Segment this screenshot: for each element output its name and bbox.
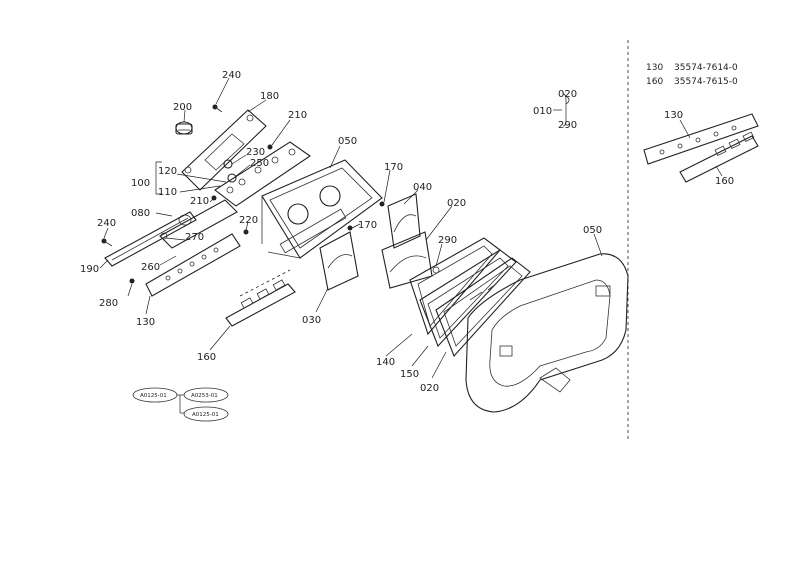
callout-030: 030 (302, 315, 321, 326)
callout-260: 260 (141, 262, 160, 273)
part-110-circuit-board (214, 141, 311, 207)
part-070-glass (435, 257, 531, 358)
part-220-screw (243, 229, 249, 235)
part-160-lens-strip (225, 279, 296, 327)
callout-170-lower: 170 (358, 220, 377, 231)
callout-070: 020 (420, 383, 439, 394)
part-240-screw-top (212, 104, 223, 113)
reference-tag-3-outline (183, 406, 229, 422)
callout-170-upper: 170 (384, 162, 403, 173)
callout-280: 280 (99, 298, 118, 309)
part-130-indicator-plate-right (643, 113, 759, 165)
part-190-strip (104, 211, 197, 267)
callout-250: 250 (250, 158, 269, 169)
callout-200: 200 (173, 102, 192, 113)
callout-110: 110 (158, 187, 177, 198)
reference-tag-2-outline (183, 387, 229, 403)
reference-tag-1: A0125-01 (140, 393, 167, 399)
part-050-bezel (465, 253, 629, 413)
callout-020-assy: 020 (558, 89, 577, 100)
reference-tags: A0125-01 A0253-01 A0125-01 (132, 387, 229, 422)
part-150-gasket (419, 249, 517, 348)
callout-050-case: 050 (338, 136, 357, 147)
part-100-group-bracket (155, 161, 162, 195)
callout-160-right: 160 (715, 176, 734, 187)
callout-labels: 240 180 200 210 230 250 120 100 110 080 … (80, 70, 734, 394)
part-020-gauge-board (381, 231, 433, 289)
part-280-screw (129, 278, 135, 284)
callout-120: 120 (158, 166, 177, 177)
callout-010: 010 (533, 106, 552, 117)
part-050-main-case (261, 159, 383, 259)
callout-240-top: 240 (222, 70, 241, 81)
part-170-screw-upper (379, 201, 385, 207)
callout-130-left: 130 (136, 317, 155, 328)
assembly-guide-line (239, 269, 291, 297)
callout-050-bezel: 050 (583, 225, 602, 236)
legend-partno-160: 35574-7615-0 (674, 77, 738, 87)
part-200-connector (175, 121, 193, 135)
part-170-screw-lower (347, 225, 353, 231)
part-210-screw-upper (267, 144, 273, 150)
callout-150: 150 (400, 369, 419, 380)
part-030-gauge (319, 231, 359, 291)
callout-290-assy: 290 (558, 120, 577, 131)
callout-190: 190 (80, 264, 99, 275)
legend-partno-130: 35574-7614-0 (674, 63, 738, 73)
callout-160-left: 160 (197, 352, 216, 363)
callout-210-lower: 210 (190, 196, 209, 207)
part-290-clip (432, 266, 440, 274)
callout-140: 140 (376, 357, 395, 368)
part-250-bulb (223, 159, 237, 183)
callout-230: 230 (246, 147, 265, 158)
callout-220: 220 (239, 215, 258, 226)
part-240-screw-lower (101, 238, 113, 247)
part-040-gauge (387, 193, 421, 249)
callout-290: 290 (438, 235, 457, 246)
legend-ref-160: 160 (646, 77, 663, 87)
legend-ref-130: 130 (646, 63, 663, 73)
part-160-lens-strip-right (679, 131, 759, 183)
part-180-rear-cover (181, 109, 267, 191)
part-number-legend: 130 35574-7614-0 160 35574-7615-0 (646, 63, 738, 87)
part-130-indicator-plate (145, 233, 241, 297)
callout-210-top: 210 (288, 110, 307, 121)
callout-240-lower: 240 (97, 218, 116, 229)
callout-040: 040 (413, 182, 432, 193)
callout-270: 270 (185, 232, 204, 243)
callout-130-right: 130 (664, 110, 683, 121)
callout-180: 180 (260, 91, 279, 102)
leader-lines (99, 77, 723, 379)
reference-tag-2: A0253-01 (191, 393, 218, 399)
assembly-010-brace (553, 93, 570, 127)
reference-tag-3: A0125-01 (192, 412, 219, 418)
callout-100: 100 (131, 178, 150, 189)
callout-020-gauge: 020 (447, 198, 466, 209)
callout-080: 080 (131, 208, 150, 219)
part-270-screw (160, 232, 168, 240)
